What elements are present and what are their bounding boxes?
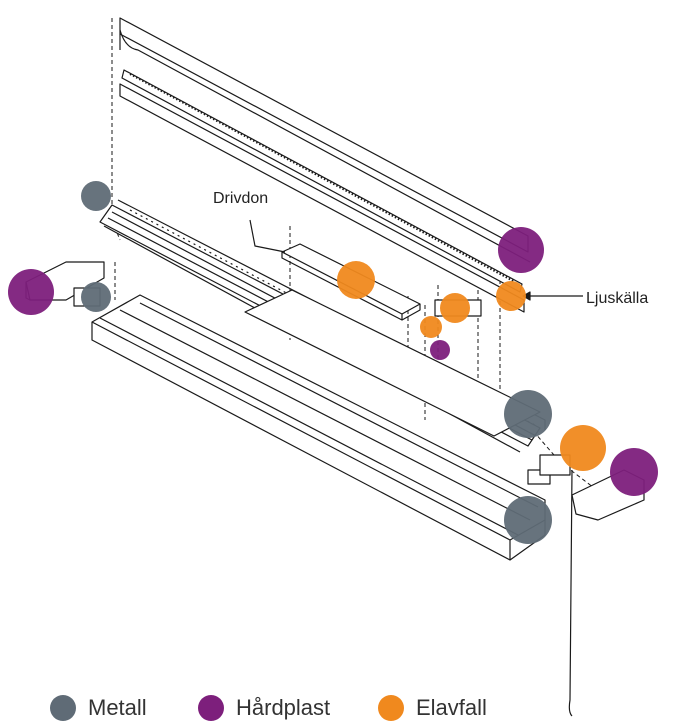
metal-marker [81,282,111,312]
metal-marker [504,496,552,544]
legend-item-elavfall: Elavfall [378,694,487,722]
drivdon-label: Drivdon [213,190,269,207]
legend-item-hardplast: Hårdplast [198,694,330,722]
legend-label: Hårdplast [236,695,331,720]
ljuskalla-arrow-head [522,291,531,301]
elavfall-legend-dot [378,695,404,721]
material-legend: Metall Hårdplast Elavfall [0,690,683,722]
metall-legend-dot [50,695,76,721]
hardplastic-marker [498,227,544,273]
metal-marker [81,181,111,211]
legend-label: Metall [88,695,147,720]
hardplastic-marker [8,269,54,315]
ljuskalla-label: Ljuskälla [586,290,649,307]
cable-line [568,469,573,717]
metal-marker [504,390,552,438]
hardplastic-marker [430,340,450,360]
ewaste-marker [440,293,470,323]
hardplastic-marker [610,448,658,496]
reflector-part [119,83,525,313]
legend-label: Elavfall [416,695,487,720]
drivdon-leader-line [249,219,286,253]
legend-item-metall: Metall [50,694,147,722]
ewaste-marker [496,281,526,311]
ewaste-marker [560,425,606,471]
diffuser-top-part [119,17,531,263]
ewaste-marker [420,316,442,338]
material-markers [8,181,658,544]
hardplast-legend-dot [198,695,224,721]
ewaste-marker [337,261,375,299]
